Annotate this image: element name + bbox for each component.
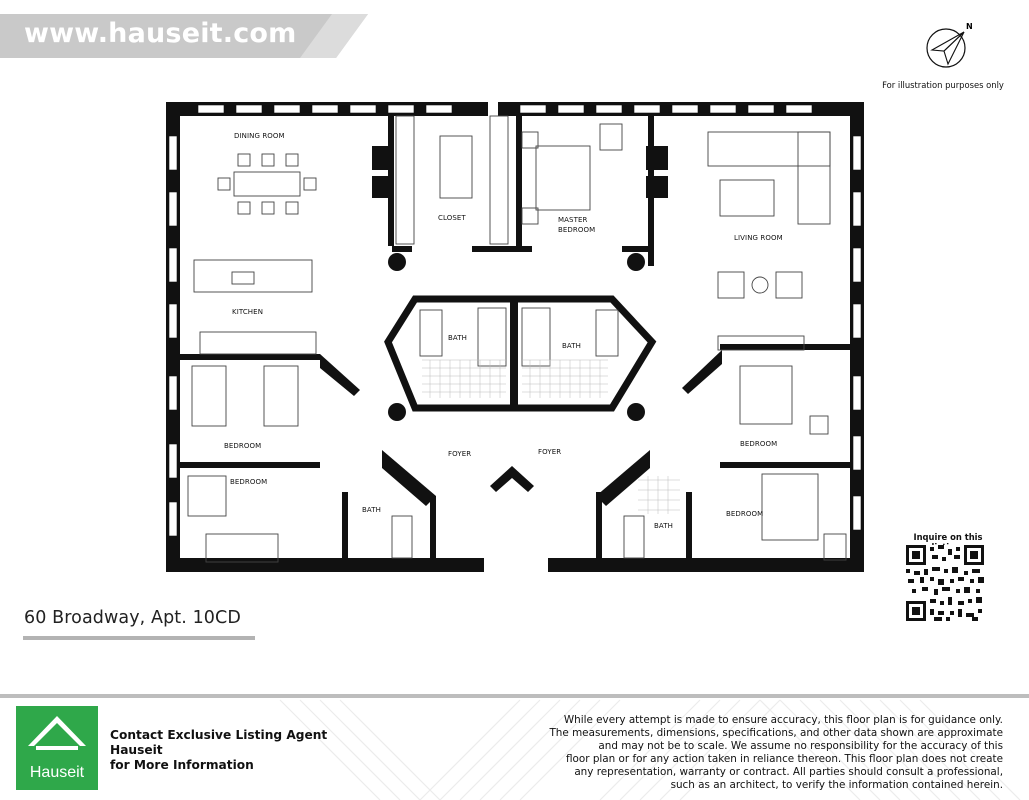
listing-address: 60 Broadway, Apt. 10CD: [24, 608, 241, 628]
windows-right: [852, 135, 862, 531]
contact-block: Contact Exclusive Listing Agent Hauseit …: [110, 728, 327, 773]
footer: Hauseit Contact Exclusive Listing Agent …: [0, 694, 1029, 800]
room-foyer-left: FOYER: [448, 450, 471, 458]
bath-tiles: [422, 359, 680, 514]
room-bedroom-left-upper: BEDROOM: [224, 442, 261, 450]
room-bedroom-right-lower: BEDROOM: [726, 510, 763, 518]
windows-left: [168, 135, 178, 537]
room-bath-lower-left: BATH: [362, 506, 381, 514]
disclaimer-line: and may not be to scale. We assume no re…: [598, 740, 1003, 753]
disclaimer-line: such as an architect, to verify the info…: [670, 779, 1003, 792]
url-banner-shape: [0, 14, 368, 58]
room-closet: CLOSET: [438, 214, 466, 222]
furniture: [187, 115, 847, 563]
contact-line-2: Hauseit: [110, 743, 163, 757]
disclaimer-line: any representation, warranty or contract…: [574, 766, 1003, 779]
house-icon: [28, 716, 86, 750]
room-master-2: BEDROOM: [558, 226, 595, 234]
room-master-1: MASTER: [558, 216, 587, 224]
compass-icon: N: [922, 20, 978, 76]
illustration-note: For illustration purposes only: [882, 80, 1004, 90]
room-bedroom-right-upper: BEDROOM: [740, 440, 777, 448]
url-banner[interactable]: www.hauseit.com: [0, 14, 368, 58]
disclaimer-line: floor plan or for any action taken in re…: [565, 753, 1003, 766]
room-foyer-right: FOYER: [538, 448, 561, 456]
north-label: N: [966, 22, 973, 31]
room-bedroom-left-lower: BEDROOM: [230, 478, 267, 486]
qr-code-icon[interactable]: [906, 545, 984, 625]
room-bath-lower-right: BATH: [654, 522, 673, 530]
room-dining: DINING ROOM: [234, 132, 285, 140]
interior-walls: [180, 116, 850, 562]
disclaimer: While every attempt is made to ensure ac…: [533, 714, 1003, 793]
disclaimer-line: While every attempt is made to ensure ac…: [563, 714, 1003, 726]
contact-line-3: for More Information: [110, 758, 254, 772]
windows-top: [197, 104, 813, 114]
disclaimer-line: The measurements, dimensions, specificat…: [549, 727, 1003, 740]
contact-line-1: Contact Exclusive Listing Agent: [110, 728, 328, 742]
footer-top-bar: [0, 694, 1029, 698]
footer-pattern: [279, 699, 1021, 800]
logo-text: Hauseit: [29, 764, 85, 781]
room-living: LIVING ROOM: [734, 234, 783, 242]
address-underline: [23, 636, 255, 640]
room-bath-center-right: BATH: [562, 342, 581, 350]
room-kitchen: KITCHEN: [232, 308, 263, 316]
hauseit-logo[interactable]: Hauseit: [16, 706, 98, 790]
room-bath-center-left: BATH: [448, 334, 467, 342]
site-url[interactable]: www.hauseit.com: [24, 18, 297, 49]
floor-plan: DINING ROOM KITCHEN CLOSET MASTER BEDROO…: [160, 96, 870, 580]
